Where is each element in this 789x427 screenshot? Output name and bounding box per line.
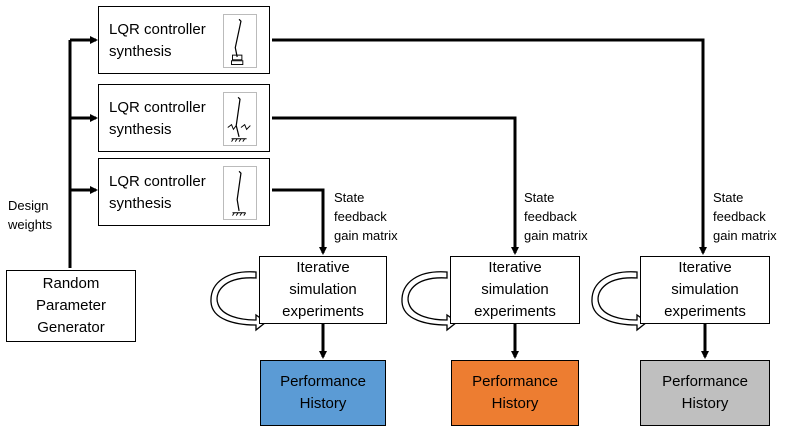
lqr-block-label: LQR controller synthesis — [109, 99, 206, 138]
experiments-label: Iterative simulation experiments — [474, 259, 556, 320]
lqr-synthesis-block-3: LQR controller synthesis — [98, 158, 270, 226]
experiments-label: Iterative simulation experiments — [664, 259, 746, 320]
generator-label: Random Parameter Generator — [35, 275, 107, 336]
gain-line-2 — [272, 116, 519, 255]
lqr-synthesis-block-1: LQR controller synthesis — [98, 6, 270, 74]
performance-history-block-2: Performance History — [451, 360, 579, 426]
performance-history-block-3: Performance History — [640, 360, 770, 426]
lqr-block-label: LQR controller synthesis — [109, 173, 206, 212]
state-feedback-label-2: State feedback gain matrix — [524, 190, 588, 243]
state-feedback-label-1: State feedback gain matrix — [334, 190, 398, 243]
iteration-loop-icon-3 — [591, 271, 649, 332]
experiments-block-1: Iterative simulation experiments — [259, 256, 387, 324]
lqr-block-label: LQR controller synthesis — [109, 21, 206, 60]
pendulum-with-springs-icon — [223, 92, 257, 146]
performance-label: Performance History — [662, 373, 748, 412]
inverted-pendulum-on-cart-icon — [223, 14, 257, 68]
gain-line-1 — [272, 188, 327, 255]
fixed-base-pendulum-icon — [223, 166, 257, 220]
experiments-label: Iterative simulation experiments — [282, 259, 364, 320]
iteration-loop-icon-2 — [401, 271, 459, 332]
iteration-loop-icon-1 — [210, 271, 268, 332]
experiments-block-2: Iterative simulation experiments — [450, 256, 580, 324]
design-weights-label: Design weights — [8, 198, 53, 232]
performance-label: Performance History — [472, 373, 558, 412]
gain-line-3 — [272, 38, 707, 255]
experiments-block-3: Iterative simulation experiments — [640, 256, 770, 324]
state-feedback-label-3: State feedback gain matrix — [713, 190, 777, 243]
performance-history-block-1: Performance History — [260, 360, 386, 426]
random-parameter-generator: Random Parameter Generator — [6, 270, 136, 342]
lqr-synthesis-block-2: LQR controller synthesis — [98, 84, 270, 152]
performance-label: Performance History — [280, 373, 366, 412]
